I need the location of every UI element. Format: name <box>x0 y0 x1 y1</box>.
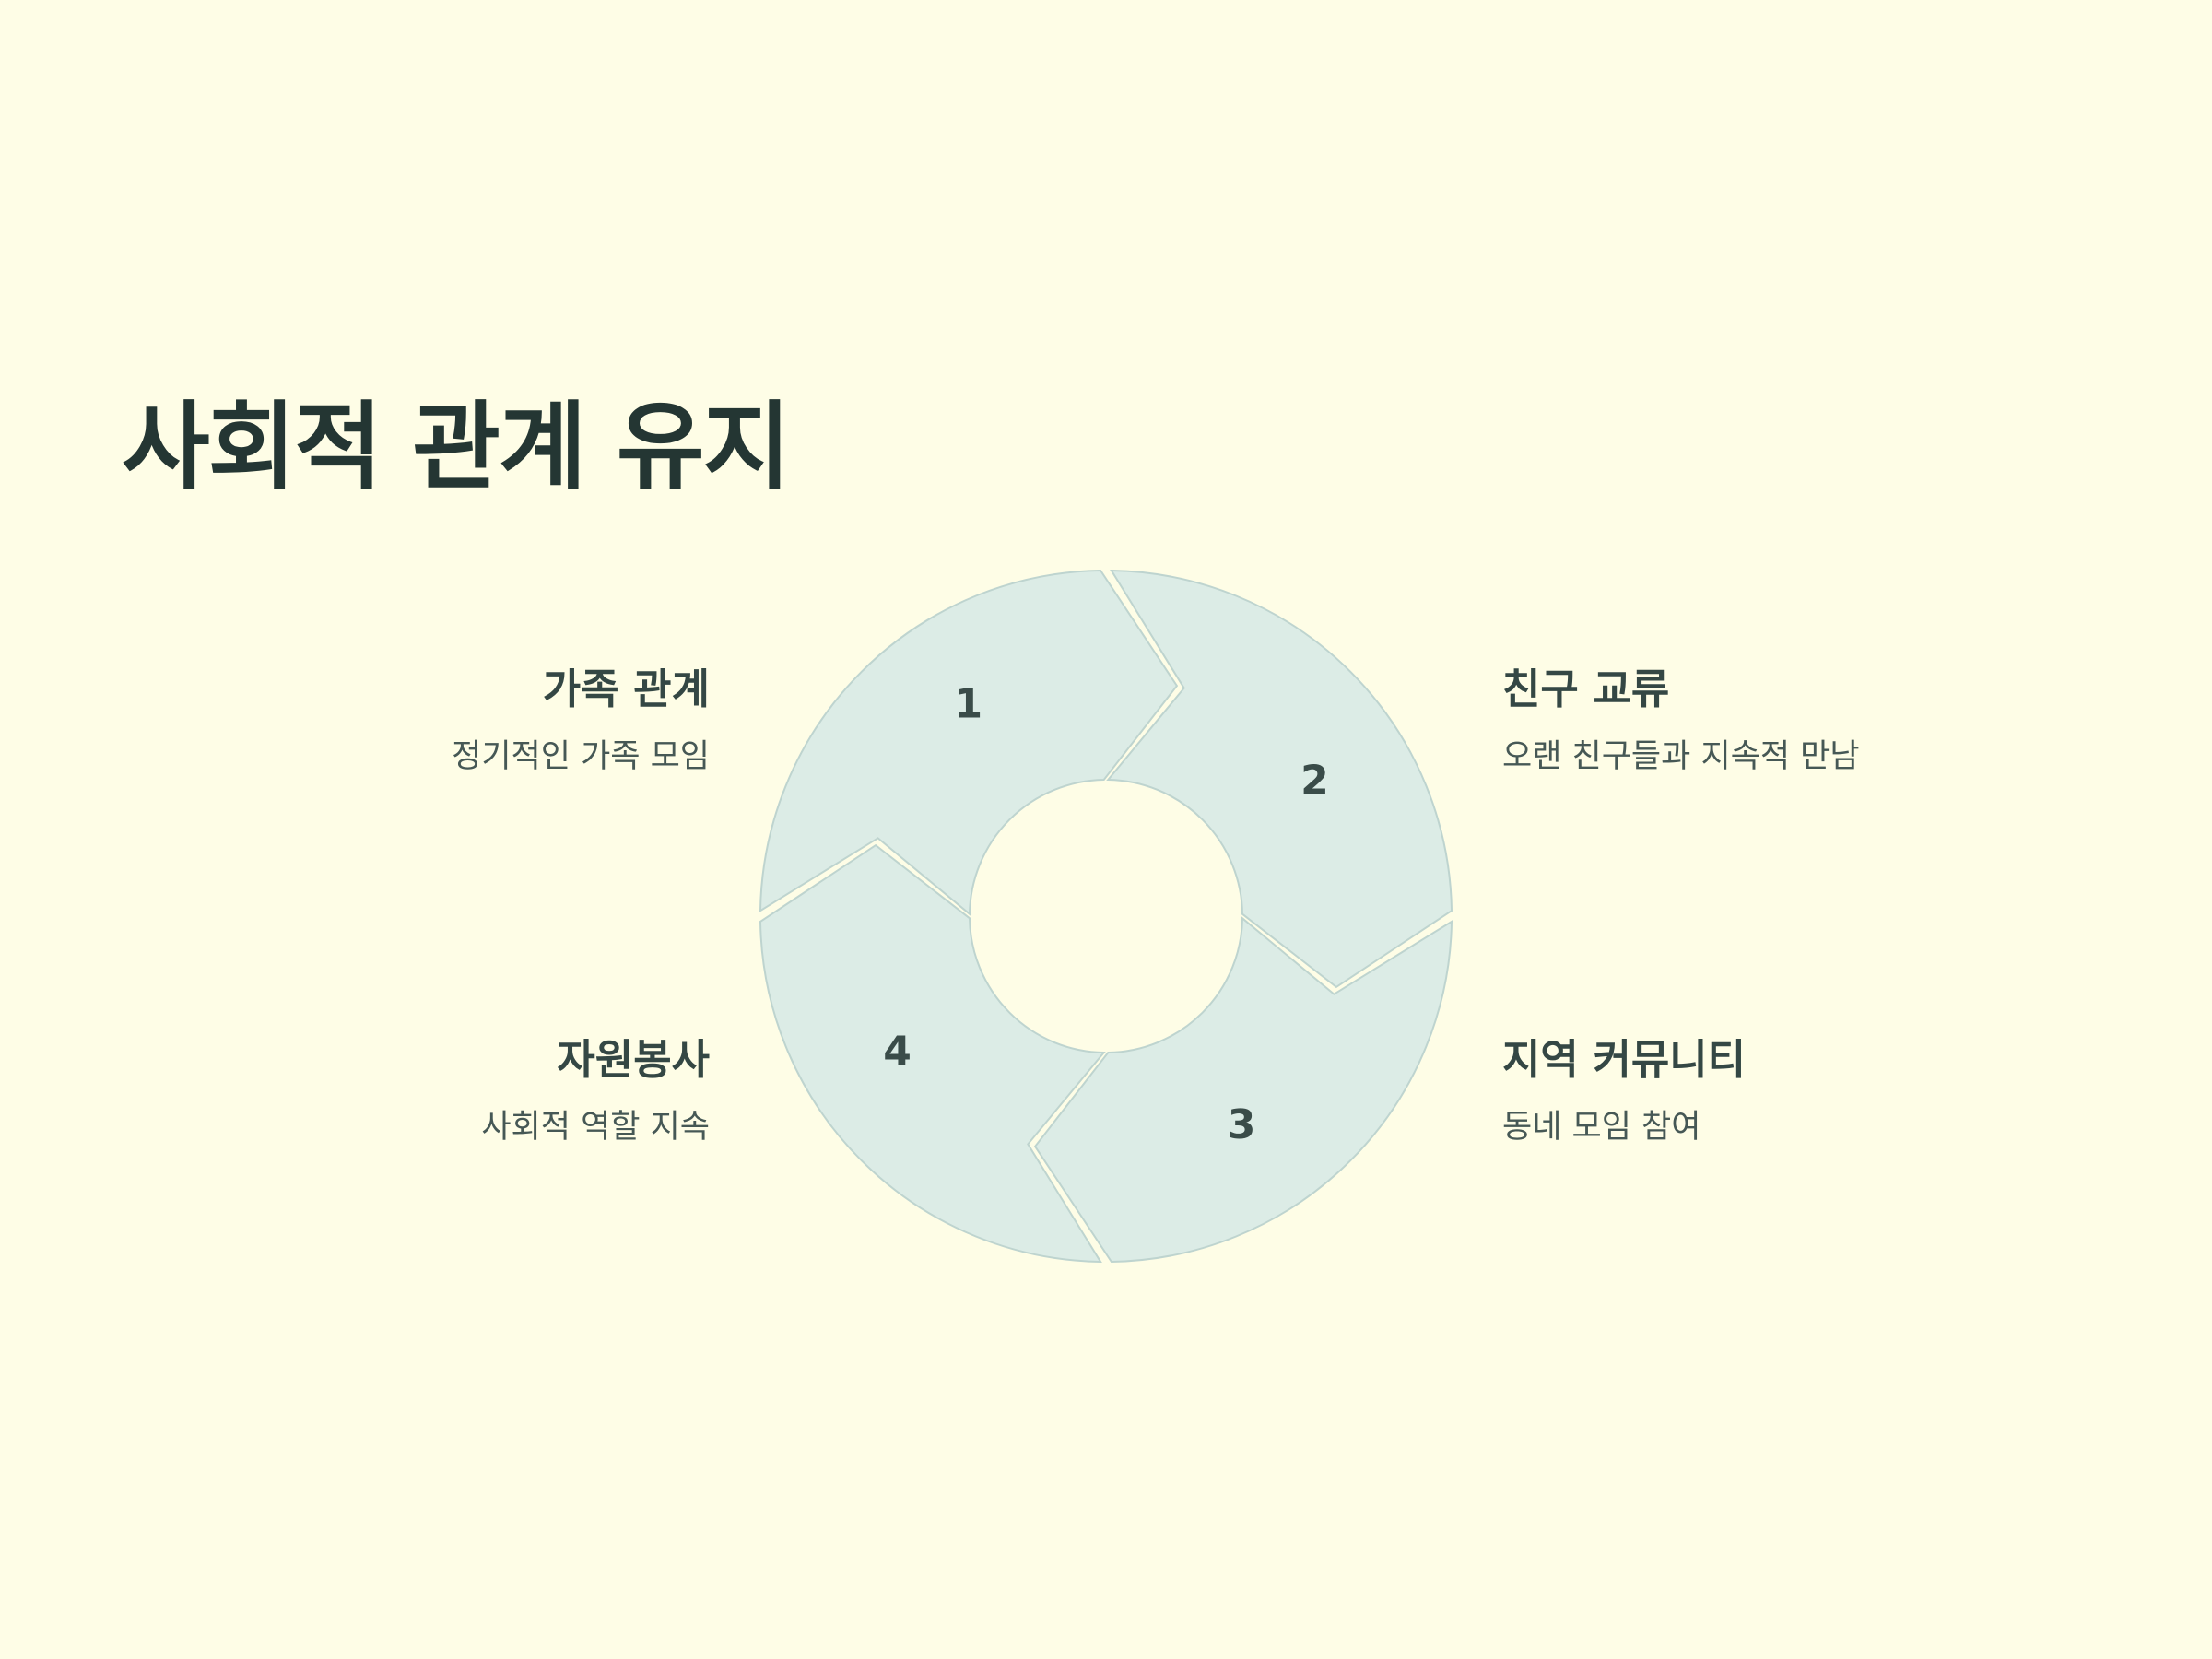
segment-heading-3: 지역 커뮤니티 <box>1502 1035 1747 1084</box>
segment-label-1: 가족 관계 정기적인 가족 모임 <box>452 662 710 780</box>
segment-heading-2: 친구 교류 <box>1502 665 1670 713</box>
segment-number-3: 3 <box>1228 1101 1256 1148</box>
segment-description-1: 정기적인 가족 모임 <box>452 738 710 775</box>
segment-number-4: 4 <box>883 1029 912 1076</box>
segment-heading-4: 자원봉사 <box>557 1035 710 1084</box>
segment-description-2: 오랜 친구들과 지속적 만남 <box>1502 738 1860 775</box>
cycle-segment-4: 4 <box>759 843 1106 1264</box>
segment-label-4: 자원봉사 사회적 역할 지속 <box>481 1032 710 1150</box>
cycle-segment-1: 1 <box>759 569 1179 916</box>
segment-label-2: 친구 교류 오랜 친구들과 지속적 만남 <box>1502 662 1860 780</box>
cycle-segment-3: 3 <box>1033 916 1453 1264</box>
segment-number-1: 1 <box>954 681 982 728</box>
segment-label-3: 지역 커뮤니티 동네 모임 참여 <box>1502 1032 1746 1150</box>
segment-heading-1: 가족 관계 <box>542 665 710 713</box>
segment-number-2: 2 <box>1300 757 1329 804</box>
segment-description-3: 동네 모임 참여 <box>1502 1109 1701 1146</box>
segment-description-4: 사회적 역할 지속 <box>481 1109 710 1146</box>
cycle-segment-2: 2 <box>1106 569 1453 989</box>
page-title: 사회적 관계 유지 <box>122 391 791 503</box>
